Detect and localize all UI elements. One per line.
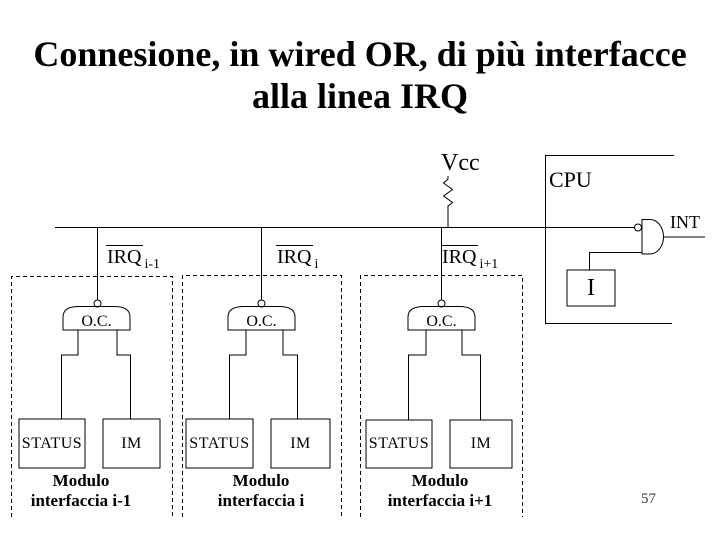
- inverter-bubble-icon: [634, 223, 642, 232]
- page-title: Connesione, in wired OR, di più interfac…: [0, 33, 720, 117]
- status-box: [365, 419, 433, 469]
- cpu-box: [545, 155, 674, 324]
- im-wire: [461, 330, 481, 420]
- im-box: [102, 418, 161, 469]
- inverter-bubble-icon: [93, 299, 102, 308]
- im-label: IM: [290, 435, 311, 452]
- open-collector-gate-icon: [227, 306, 296, 331]
- cpu-label: CPU: [549, 167, 592, 192]
- module-caption: Modulo interfaccia i: [217, 471, 305, 510]
- interrupt-flag-box: [566, 269, 616, 307]
- i-flag-wire: [589, 252, 642, 270]
- irq-label-base: IRQ: [441, 245, 479, 268]
- status-label: STATUS: [368, 435, 430, 452]
- page-number: 57: [641, 491, 656, 507]
- im-wire: [116, 330, 131, 419]
- status-wire: [229, 330, 247, 419]
- irq-label-subscript: i+1: [479, 257, 499, 272]
- module-caption: Modulo interfaccia i-1: [30, 471, 132, 510]
- status-wire: [61, 330, 79, 419]
- oc-gate-label: O.C.: [246, 313, 277, 330]
- oc-gate-label: O.C.: [426, 313, 457, 330]
- int-gate-icon: [641, 219, 664, 255]
- vcc-label: Vcc: [441, 150, 480, 176]
- im-box: [270, 418, 331, 469]
- open-collector-gate-icon: [62, 306, 131, 331]
- im-box: [449, 419, 513, 469]
- irq-label-subscript: i: [314, 257, 319, 272]
- int-label: INT: [670, 212, 700, 232]
- module-caption: Modulo interfaccia i+1: [387, 471, 493, 510]
- oc-gate-label: O.C.: [81, 313, 112, 330]
- im-label: IM: [121, 435, 142, 452]
- title-line-1: Connesione, in wired OR, di più interfac…: [33, 34, 687, 74]
- status-wire: [408, 330, 427, 420]
- status-box: [185, 418, 254, 469]
- module-box: [11, 276, 173, 517]
- irq-label-base: IRQ: [106, 245, 144, 268]
- status-label: STATUS: [189, 435, 250, 452]
- status-label: STATUS: [21, 435, 83, 452]
- irq-label-base: IRQ: [276, 245, 314, 268]
- irq-label-subscript: i-1: [144, 257, 161, 272]
- inverter-bubble-icon: [437, 299, 446, 308]
- im-label: IM: [470, 435, 492, 452]
- inverter-bubble-icon: [257, 299, 266, 308]
- module-box: [182, 275, 342, 517]
- pullup-resistor-icon: [442, 176, 454, 228]
- status-box: [18, 418, 86, 469]
- title-line-2: alla linea IRQ: [251, 76, 469, 116]
- open-collector-gate-icon: [407, 306, 476, 331]
- im-wire: [282, 330, 298, 419]
- interrupt-flag-label: I: [587, 275, 595, 301]
